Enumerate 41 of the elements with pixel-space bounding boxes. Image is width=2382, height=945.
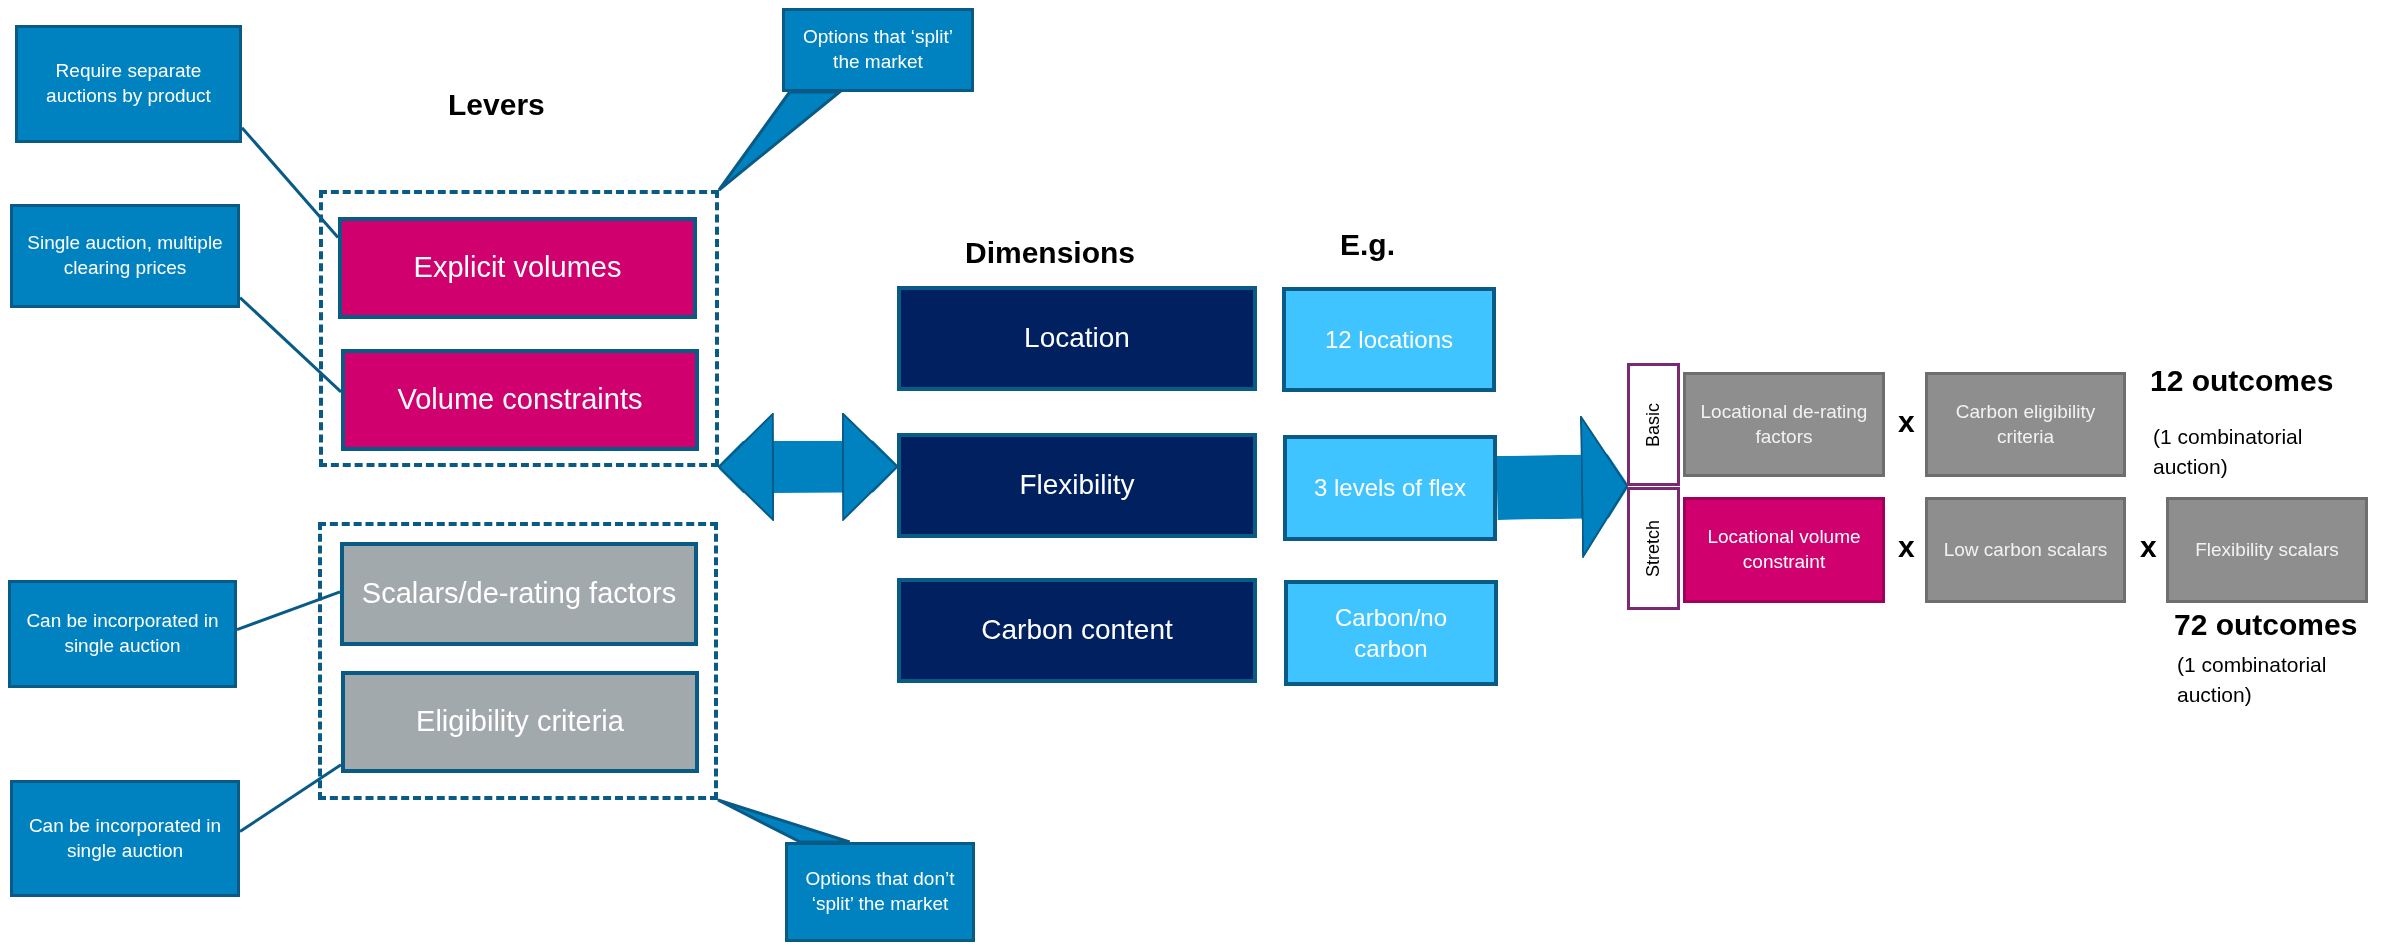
dashed-group-frame xyxy=(319,190,719,467)
callout-box: Can be incorporated in single auction xyxy=(8,580,237,688)
heading-text: Dimensions xyxy=(965,236,1136,270)
dimension-box: Flexibility xyxy=(897,433,1257,538)
row-tab: Stretch xyxy=(1627,487,1680,610)
leader-line xyxy=(240,126,340,239)
callout-box: Options that ‘split’ the market xyxy=(782,8,974,92)
heading-text: E.g. xyxy=(1340,228,1395,262)
heading-text: x xyxy=(1898,405,1915,439)
option-box: Locational volume constraint xyxy=(1683,497,1885,603)
option-box: Flexibility scalars xyxy=(2166,497,2368,603)
dimension-box: Location xyxy=(897,286,1257,391)
example-box: 12 locations xyxy=(1282,287,1496,392)
option-box: Low carbon scalars xyxy=(1925,497,2126,603)
heading-text: x xyxy=(1898,530,1915,564)
option-box: Locational de-rating factors xyxy=(1683,372,1885,477)
callout-pointer xyxy=(717,90,844,192)
callout-box: Single auction, multiple clearing prices xyxy=(10,204,240,308)
dimension-box: Carbon content xyxy=(897,578,1257,683)
heading-text: 72 outcomes xyxy=(2174,608,2358,642)
lever-box: Eligibility criteria xyxy=(341,671,699,773)
example-box: Carbon/no carbon xyxy=(1284,580,1498,686)
callout-box: Can be incorporated in single auction xyxy=(10,780,240,897)
heading-text: 12 outcomes xyxy=(2150,364,2334,398)
lever-box: Scalars/de-rating factors xyxy=(340,542,698,646)
example-box: 3 levels of flex xyxy=(1283,435,1497,541)
lever-box: Explicit volumes xyxy=(338,217,697,319)
option-box: Carbon eligibility criteria xyxy=(1925,372,2126,477)
callout-pointer xyxy=(716,798,852,844)
heading-text: Levers xyxy=(448,88,545,122)
lever-box: Volume constraints xyxy=(341,349,699,451)
heading-text: x xyxy=(2140,530,2157,564)
note-text: (1 combinatorial auction) xyxy=(2153,424,2304,481)
note-text: (1 combinatorial auction) xyxy=(2177,652,2328,709)
dashed-group-frame xyxy=(318,522,718,800)
leader-line xyxy=(239,763,342,833)
callout-box: Require separate auctions by product xyxy=(15,25,242,143)
double-block-arrow xyxy=(718,412,898,521)
leader-line xyxy=(236,590,341,632)
leader-line xyxy=(238,296,343,393)
row-tab: Basic xyxy=(1627,363,1680,486)
